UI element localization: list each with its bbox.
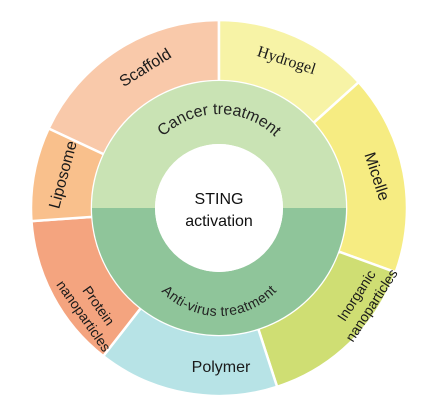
center-title: STING [195, 191, 244, 208]
inner-ring-bottom [92, 208, 346, 335]
polymer-label: Polymer [192, 359, 251, 376]
center-disk [155, 144, 283, 272]
inner-ring-top [92, 81, 346, 208]
inner-ring [92, 81, 346, 335]
center-subtitle: activation [185, 213, 253, 230]
